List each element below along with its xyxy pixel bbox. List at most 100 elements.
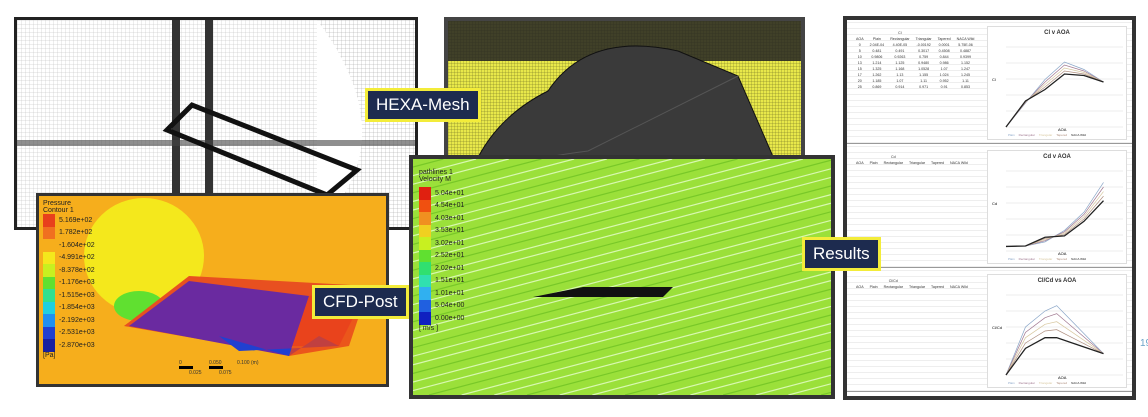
cfd-post-label: CFD-Post bbox=[312, 285, 409, 319]
legend-level: -4.991e+02 bbox=[43, 251, 95, 264]
table-cell: 5.75E-06 bbox=[958, 43, 973, 47]
results-label: Results bbox=[802, 237, 881, 271]
legend-value: 2.02e+01 bbox=[435, 264, 465, 272]
legend-level: 2.02e+01 bbox=[419, 262, 464, 275]
x-axis-label: AOA bbox=[1058, 375, 1067, 380]
scale-label: 0.050 bbox=[209, 360, 222, 366]
legend-level: 1.01e+01 bbox=[419, 287, 464, 300]
scale-label: 0.075 bbox=[219, 370, 232, 376]
table-cell: 20 bbox=[857, 79, 862, 83]
pathline bbox=[413, 159, 509, 185]
pathline bbox=[413, 159, 575, 202]
legend-value: -1.515e+03 bbox=[59, 291, 95, 299]
legend-value: 3.02e+01 bbox=[435, 239, 465, 247]
legend-swatch bbox=[419, 199, 431, 212]
legend-level: 5.04e+01 bbox=[419, 187, 464, 200]
legend-unit: [Pa] bbox=[43, 351, 56, 359]
legend-entry: NACA Wild bbox=[1071, 257, 1086, 261]
table-title: Cl bbox=[898, 31, 902, 35]
legend-value: -4.991e+02 bbox=[59, 254, 95, 262]
table-cell: 4.40E-05 bbox=[892, 43, 908, 47]
y-axis-label: Cl/Cd bbox=[992, 325, 1003, 330]
table-cell: 1.11 bbox=[962, 79, 969, 83]
legend-value: -1.176e+03 bbox=[59, 279, 95, 287]
pathline bbox=[413, 159, 705, 237]
legend-level: 1.51e+01 bbox=[419, 274, 464, 287]
legend-entry: Rectangular bbox=[1018, 257, 1035, 261]
table-cell: 0.971 bbox=[919, 85, 929, 89]
legend-swatch bbox=[419, 299, 431, 312]
legend-title: Pressure bbox=[43, 200, 72, 207]
pathline bbox=[428, 288, 831, 395]
legend-level: 4.03e+01 bbox=[419, 212, 464, 225]
legend-unit: [ m/s ] bbox=[419, 324, 439, 332]
legend-swatch bbox=[43, 226, 55, 239]
table-cell: 0.914 bbox=[895, 85, 905, 89]
legend-value: 3.53e+01 bbox=[435, 227, 465, 235]
column-header: Triangular bbox=[908, 161, 926, 165]
x-axis-label: AOA bbox=[1058, 251, 1067, 256]
series-line bbox=[1005, 64, 1104, 128]
table-cell: 0.9263 bbox=[894, 55, 906, 59]
table-cell: 1.168 bbox=[895, 67, 905, 71]
column-header: Rectangular bbox=[883, 285, 903, 289]
chart-title: Cl/Cd vs AOA bbox=[1037, 278, 1077, 284]
pathline bbox=[413, 159, 477, 177]
table-cell: 1.185 bbox=[872, 79, 882, 83]
scale-label: 0.100 bbox=[237, 360, 250, 366]
legend-level: 4.54e+01 bbox=[419, 199, 464, 212]
legend-entry: NACA Wild bbox=[1071, 381, 1086, 385]
table-cell: -0.00192 bbox=[916, 43, 931, 47]
table-cell: 15 bbox=[857, 67, 862, 71]
legend-level: -1.176e+03 bbox=[43, 276, 95, 289]
table-cell: 0.4508 bbox=[938, 49, 950, 53]
legend-level: 5.169e+02 bbox=[43, 214, 95, 227]
pathline bbox=[820, 391, 831, 395]
legend-level: -2.192e+03 bbox=[43, 314, 95, 327]
legend-value: 5.169e+02 bbox=[59, 216, 93, 224]
legend-value: 5.04e+00 bbox=[435, 302, 465, 310]
scale-label: 0 bbox=[179, 360, 182, 366]
table-cell: 1.13 bbox=[896, 73, 904, 77]
legend-entry: NACA Wild bbox=[1071, 133, 1086, 137]
table-cell: 1.152 bbox=[961, 61, 971, 65]
pathline bbox=[624, 340, 831, 395]
legend-swatch bbox=[419, 237, 431, 250]
legend-level: -2.870e+03 bbox=[43, 339, 95, 352]
legend-swatch bbox=[43, 326, 55, 339]
table-cell: 0.9806 bbox=[871, 55, 883, 59]
legend-value: -2.870e+03 bbox=[59, 341, 95, 349]
legend-swatch bbox=[43, 314, 55, 327]
pathline bbox=[413, 202, 831, 314]
legend-subtitle: Velocity M bbox=[419, 176, 451, 183]
table-cell: 0.853 bbox=[961, 85, 971, 89]
legend-entry: Triangular bbox=[1038, 381, 1053, 385]
pathline bbox=[413, 185, 831, 297]
legend-swatch bbox=[419, 224, 431, 237]
pathline bbox=[413, 159, 771, 254]
legend-value: -1.604e+02 bbox=[59, 241, 95, 249]
legend-value: 1.01e+01 bbox=[435, 289, 465, 297]
legend-value: 4.03e+01 bbox=[435, 214, 465, 222]
legend-swatch bbox=[419, 274, 431, 287]
legend-entry: Rectangular bbox=[1018, 133, 1035, 137]
legend-entry: Rectangular bbox=[1018, 381, 1035, 385]
pathline bbox=[690, 357, 831, 395]
table-cell: 1.07 bbox=[940, 67, 948, 71]
legend-value: -8.378e+02 bbox=[59, 266, 95, 274]
series-line bbox=[1005, 195, 1104, 247]
table-cell: 0.986 bbox=[939, 61, 949, 65]
column-header: Triangular bbox=[915, 37, 932, 41]
legend-level: 0.00e+00 bbox=[419, 312, 464, 325]
pathline bbox=[413, 168, 831, 280]
